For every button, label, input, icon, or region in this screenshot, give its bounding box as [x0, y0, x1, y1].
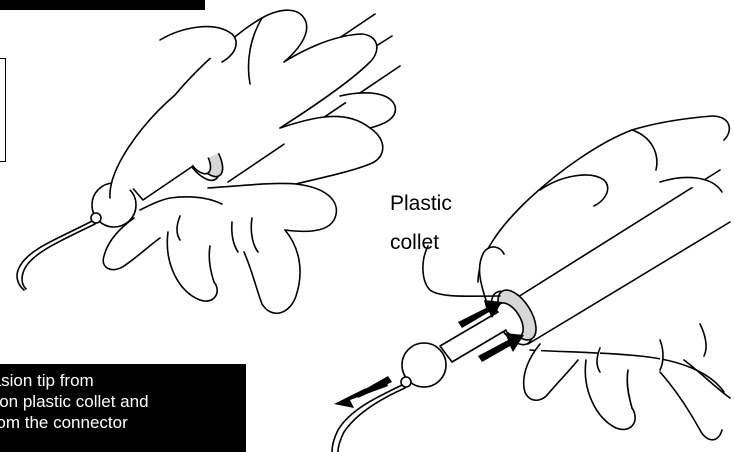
- label-plastic: Plastic: [390, 192, 452, 215]
- caption-line-3: from the connector: [0, 412, 232, 433]
- caption-line-1: rasion tip from: [0, 370, 232, 391]
- right-hand-illustration: [332, 116, 730, 452]
- pull-arrow-icon: [334, 376, 392, 408]
- caption-line-2: k on plastic collet and: [0, 391, 232, 412]
- left-hand-illustration: [17, 10, 400, 313]
- right-hand: [478, 116, 730, 440]
- left-hand: [103, 10, 395, 313]
- label-collet: collet: [390, 231, 439, 254]
- instruction-caption-box: rasion tip from k on plastic collet and …: [0, 364, 246, 452]
